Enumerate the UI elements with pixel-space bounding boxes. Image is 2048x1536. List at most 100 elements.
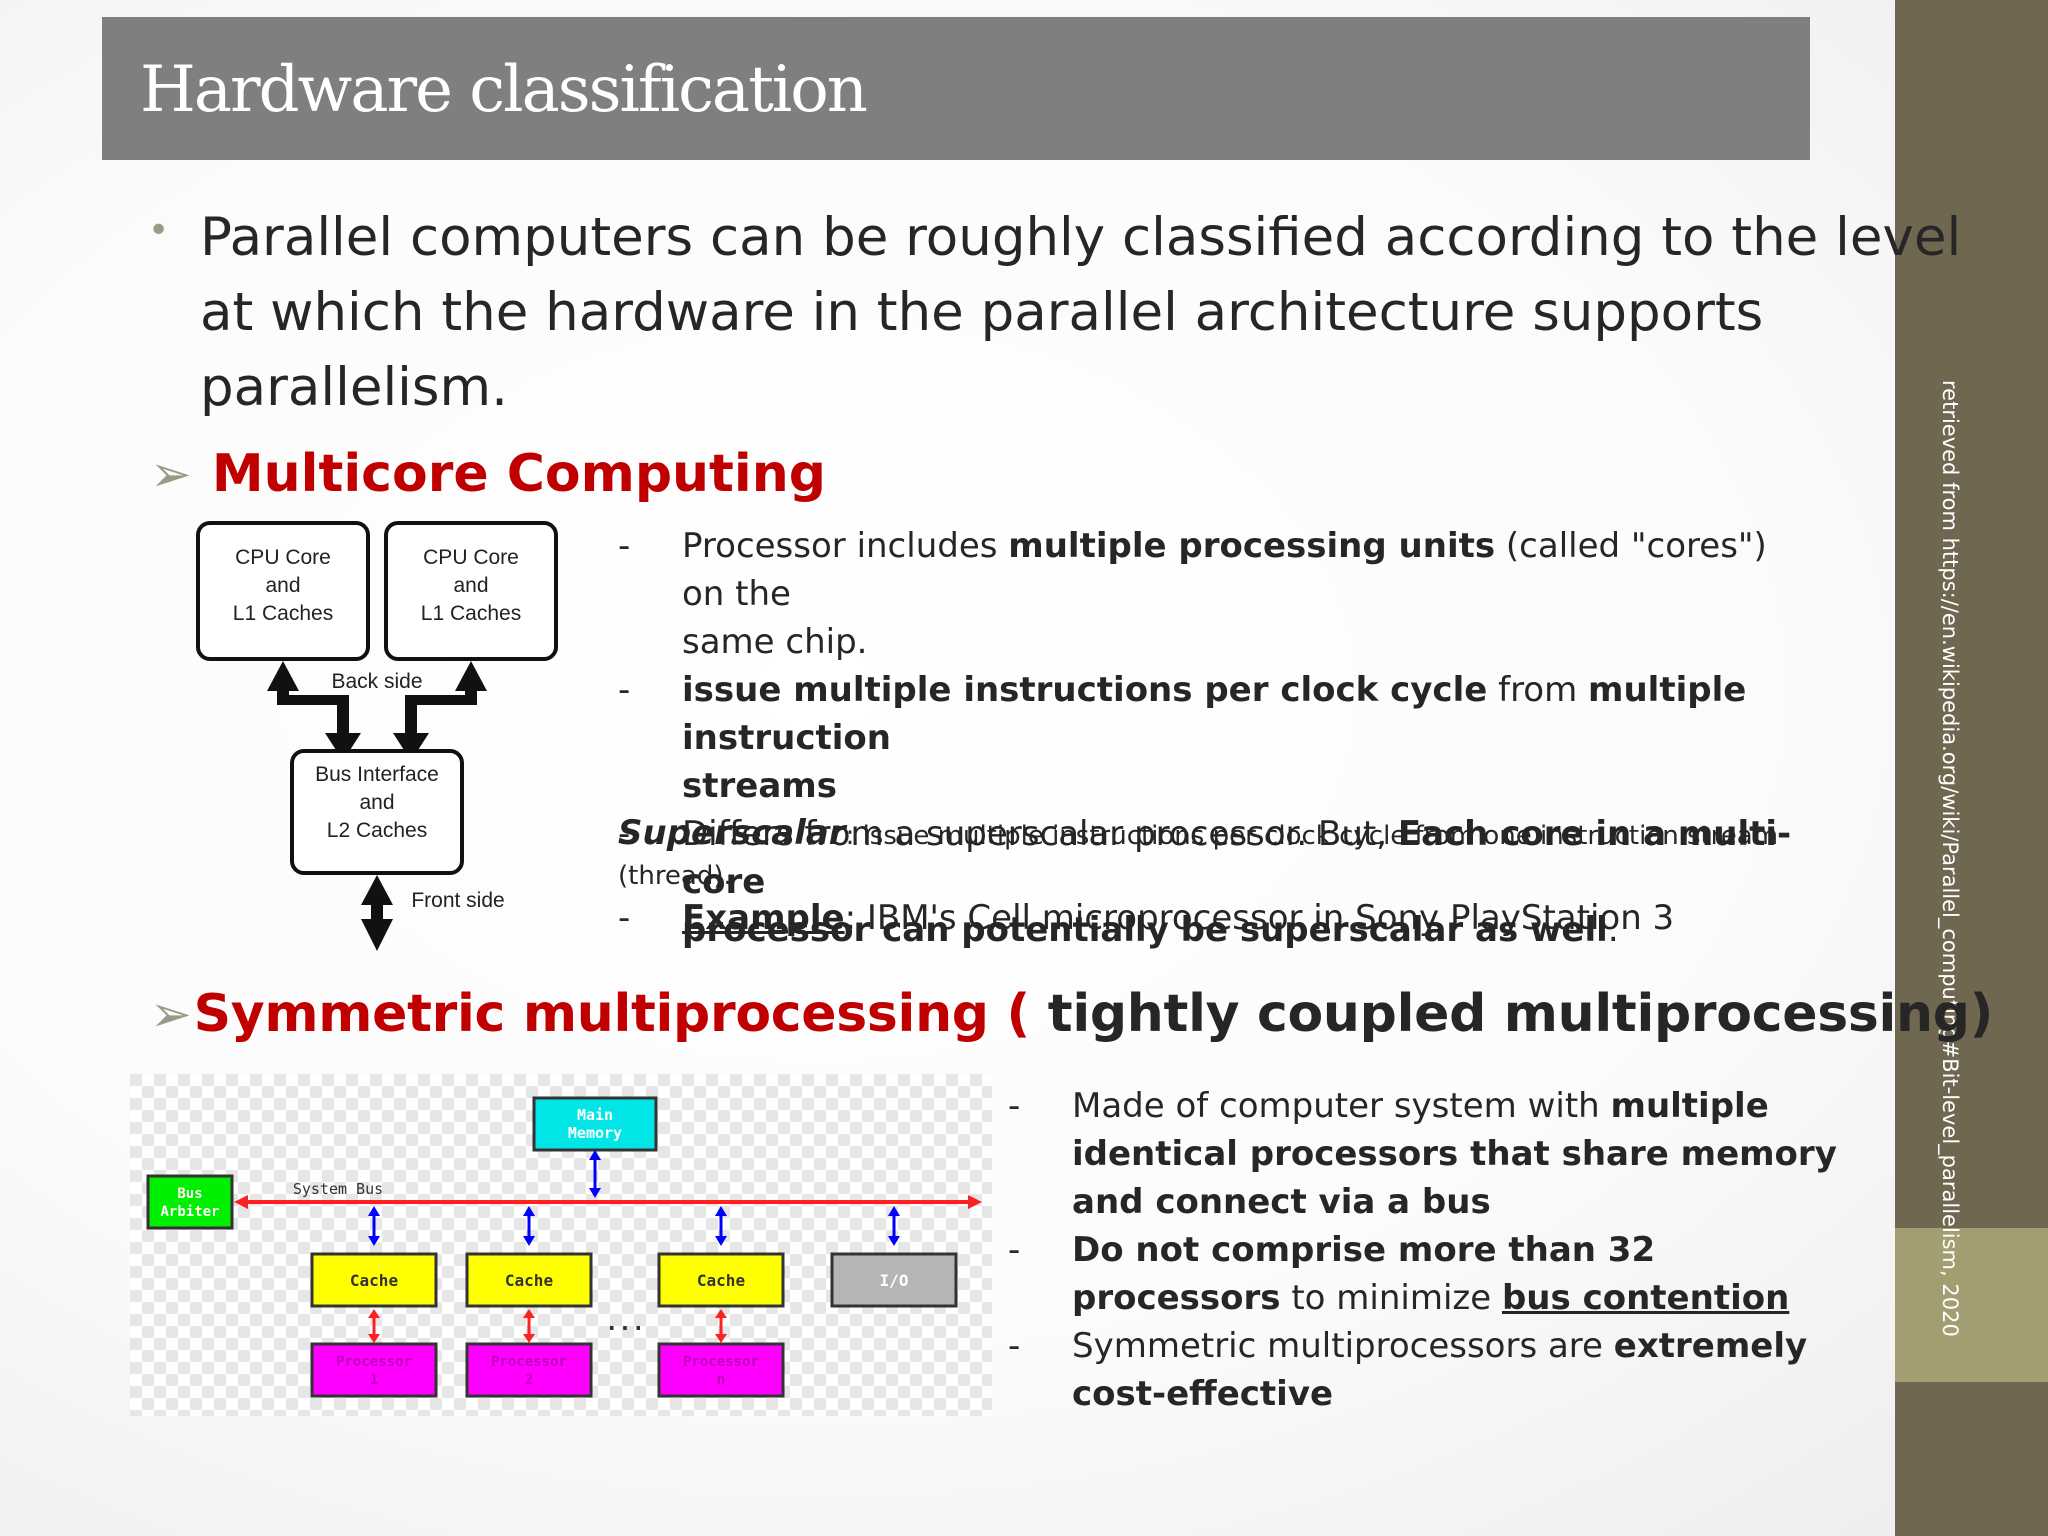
point-text-bold: processor can potentially be superscalar… bbox=[682, 910, 1608, 950]
example-label: Example bbox=[682, 898, 845, 938]
multicore-heading: ➢ Multicore Computing bbox=[150, 444, 826, 504]
cache-box-2 bbox=[465, 1252, 593, 1308]
bus-interface-label: Bus Interface bbox=[315, 763, 439, 786]
processor-label: Processor bbox=[336, 1354, 412, 1370]
dash-marker: - bbox=[618, 898, 631, 938]
io-label: I/O bbox=[880, 1271, 909, 1290]
list-item: - Processor includes multiple processing… bbox=[618, 522, 1808, 666]
superscalar-text: : issue multiple instructions per clock … bbox=[618, 821, 1779, 891]
front-side-arrow bbox=[361, 875, 393, 951]
point-text: (called "cores") on the bbox=[682, 526, 1767, 614]
point-text-bold: Do not comprise more than 32 processors bbox=[1072, 1230, 1656, 1318]
core1-bus-arrow bbox=[267, 661, 361, 761]
point-text-bold: multiple instruction bbox=[682, 670, 1747, 758]
intro-text: Parallel computers can be roughly classi… bbox=[200, 200, 1962, 425]
point-text: Differs from a superscalar processor. Bu… bbox=[682, 814, 1398, 854]
point-text-bold: multiple processing units bbox=[1008, 526, 1496, 566]
cache-label: Cache bbox=[505, 1271, 553, 1290]
cpu-core-box-2 bbox=[384, 521, 558, 661]
dash-marker: - bbox=[618, 670, 631, 710]
point-text: Symmetric multiprocessors are bbox=[1072, 1326, 1614, 1366]
title-bar: Hardware classification bbox=[102, 17, 1810, 160]
point-text: . bbox=[1607, 910, 1619, 950]
dash-marker: - bbox=[1008, 1086, 1021, 1126]
list-item: - issue multiple instructions per clock … bbox=[618, 666, 1808, 810]
cpu-core-2-label: CPU Core bbox=[423, 546, 519, 569]
point-text: from bbox=[1487, 670, 1589, 710]
main-memory-label: Main bbox=[577, 1106, 613, 1124]
cpu-core-2-label: and bbox=[453, 574, 488, 597]
list-item: - Made of computer system with multiple … bbox=[1008, 1082, 1868, 1226]
arrow-bullet-icon: ➢ bbox=[150, 445, 192, 503]
arrow-bullet-icon: ➢ bbox=[150, 985, 192, 1043]
point-text-bold: extremely cost-effective bbox=[1072, 1326, 1808, 1414]
dash-marker: - bbox=[618, 814, 631, 854]
multicore-diagram: CPU Core and L1 Caches CPU Core and L1 C… bbox=[196, 521, 558, 951]
cpu-core-1-label: and bbox=[265, 574, 300, 597]
point-text: Processor includes bbox=[682, 526, 1009, 566]
multicore-points: - Processor includes multiple processing… bbox=[618, 522, 1808, 954]
core2-bus-arrow bbox=[393, 661, 487, 761]
cache-label: Cache bbox=[697, 1271, 745, 1290]
smp-points: - Made of computer system with multiple … bbox=[1008, 1082, 1868, 1418]
bus-interface-label: and bbox=[359, 791, 394, 814]
point-text-bold: Each core in a multi-core bbox=[682, 814, 1792, 902]
cpu-core-1-label: CPU Core bbox=[235, 546, 331, 569]
cpu-core-2-label: L1 Caches bbox=[421, 602, 521, 625]
superscalar-term: Superscalar bbox=[618, 813, 846, 853]
point-text: to minimize bbox=[1280, 1278, 1502, 1318]
dash-marker: - bbox=[1008, 1326, 1021, 1366]
source-citation: retrieved from https://en.wikipedia.org/… bbox=[1938, 380, 1962, 1337]
processor-label: n bbox=[717, 1372, 725, 1388]
system-bus-label: System Bus bbox=[293, 1180, 383, 1198]
cache-label: Cache bbox=[350, 1271, 398, 1290]
processor-box-2 bbox=[465, 1342, 593, 1398]
dash-marker: - bbox=[1008, 1230, 1021, 1270]
processor-box-1 bbox=[310, 1342, 438, 1398]
smp-diagram: Main Memory Bus Arbiter System Bus Cach bbox=[130, 1074, 992, 1416]
point-text: same chip. bbox=[682, 622, 868, 662]
smp-heading-dark: tightly coupled multiprocessing) bbox=[1047, 984, 1994, 1044]
processor-label: Processor bbox=[491, 1354, 567, 1370]
side-bar-accent bbox=[1895, 1228, 2048, 1382]
list-item: - Differs from a superscalar processor. … bbox=[618, 810, 1808, 954]
io-box bbox=[830, 1252, 958, 1308]
bus-arbiter-box bbox=[146, 1174, 234, 1230]
smp-heading: ➢Symmetric multiprocessing ( tightly cou… bbox=[150, 984, 1993, 1044]
example-item: - Example: IBM's Cell microprocessor in … bbox=[618, 894, 1808, 942]
back-side-label: Back side bbox=[331, 670, 422, 693]
intro-line: Parallel computers can be roughly classi… bbox=[200, 207, 1962, 268]
point-text: Made of computer system with bbox=[1072, 1086, 1611, 1126]
point-text-bold: streams bbox=[682, 766, 837, 806]
point-text-underlined: bus contention bbox=[1501, 1278, 1790, 1318]
point-text-bold: multiple identical processors that share… bbox=[1072, 1086, 1837, 1222]
smp-heading-red: Symmetric multiprocessing ( bbox=[193, 984, 1048, 1044]
bullet-dot: • bbox=[148, 210, 170, 251]
intro-line: parallelism. bbox=[200, 357, 508, 418]
bus-interface-label: L2 Caches bbox=[327, 819, 427, 842]
list-item: - Do not comprise more than 32 processor… bbox=[1008, 1226, 1868, 1322]
cache-box-1 bbox=[310, 1252, 438, 1308]
list-item: - Symmetric multiprocessors are extremel… bbox=[1008, 1322, 1868, 1418]
intro-line: at which the hardware in the parallel ar… bbox=[200, 282, 1764, 343]
processor-label: 2 bbox=[525, 1372, 533, 1388]
bus-interface-box bbox=[290, 749, 464, 875]
dash-marker: - bbox=[618, 526, 631, 566]
memory-bus-arrowhead bbox=[589, 1150, 601, 1198]
main-memory-label: Memory bbox=[568, 1124, 622, 1142]
multicore-heading-text: Multicore Computing bbox=[211, 444, 826, 504]
front-side-label: Front side bbox=[411, 889, 504, 912]
bus-arbiter-label: Bus bbox=[177, 1186, 202, 1202]
example-text: : IBM's Cell microprocessor in Sony Play… bbox=[844, 898, 1675, 938]
superscalar-definition: Superscalar: issue multiple instructions… bbox=[618, 813, 1808, 896]
processor-box-3 bbox=[657, 1342, 785, 1398]
processor-ellipsis: ... bbox=[605, 1311, 645, 1336]
processor-label: 1 bbox=[370, 1372, 378, 1388]
point-text-bold: issue multiple instructions per clock cy… bbox=[682, 670, 1488, 710]
bus-arbiter-label: Arbiter bbox=[160, 1204, 219, 1220]
cpu-core-1-label: L1 Caches bbox=[233, 602, 333, 625]
slide-title: Hardware classification bbox=[140, 53, 868, 127]
cpu-core-box-1 bbox=[196, 521, 370, 661]
cache-box-3 bbox=[657, 1252, 785, 1308]
